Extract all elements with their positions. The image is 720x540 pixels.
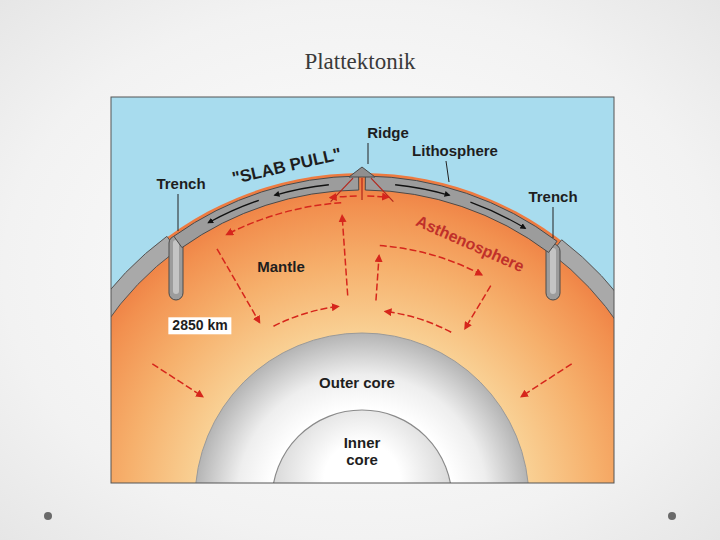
convection-arrow (465, 286, 491, 329)
depth-label: 2850 km (168, 317, 231, 334)
outer-core-label: Outer core (319, 375, 395, 392)
convection-arrow (273, 306, 338, 326)
asthenosphere-label: Asthenosphere (413, 212, 527, 275)
convection-arrow (152, 364, 202, 397)
slide-bullet (44, 512, 52, 520)
overriding-plate (111, 236, 177, 419)
inner-core (272, 410, 452, 483)
leader-line (368, 143, 369, 164)
convection-arrow (342, 216, 348, 296)
convection-arrow (217, 249, 260, 323)
picture-frame (111, 97, 614, 483)
magma-upwelling (371, 178, 393, 202)
mantle-label: Mantle (257, 259, 305, 276)
convection-arrow (385, 311, 451, 332)
slab-highlight (550, 248, 556, 294)
plate-motion-arrow (395, 185, 449, 196)
plate-motion-arrow (208, 200, 258, 222)
lithosphere-label: Lithosphere (412, 143, 498, 160)
convection-arrow (367, 196, 388, 197)
magma-upwelling (361, 178, 362, 200)
ridge-label: Ridge (367, 125, 409, 142)
plate-motion-arrow (470, 202, 525, 228)
plate-motion-arrow (275, 185, 329, 196)
slide-bullet (668, 512, 676, 520)
convection-arrow (330, 196, 356, 198)
trench-label: Trench (156, 176, 205, 193)
outer-core (195, 333, 529, 483)
magma-upwelling (331, 178, 353, 202)
mantle-layer (111, 173, 614, 483)
inner-core-label: Inner core (336, 435, 388, 468)
leader-line (178, 194, 179, 231)
leader-line (446, 161, 449, 182)
convection-arrow (227, 203, 342, 235)
ridge-crest (349, 167, 375, 177)
overriding-plate (551, 240, 614, 420)
convection-arrow (521, 364, 571, 397)
leader-line (553, 207, 554, 238)
trench-label: Trench (528, 189, 577, 206)
slab-highlight (173, 240, 179, 294)
convection-arrow (376, 256, 379, 301)
slide-title: Plattektonik (304, 49, 415, 75)
slab-pull-label: "SLAB PULL" (231, 145, 344, 188)
